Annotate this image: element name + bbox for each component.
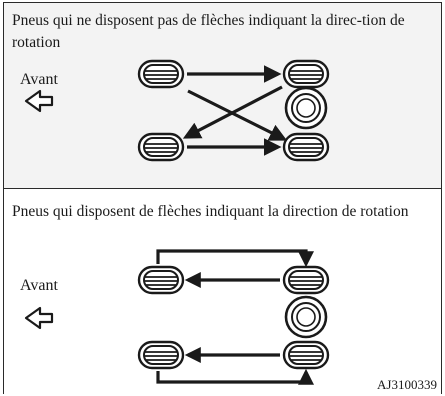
rotation-arrow xyxy=(182,85,283,139)
panel-non-directional: Pneus qui ne disposent pas de flèches in… xyxy=(4,3,441,189)
directional-description: Pneus qui disposent de flèches indiquant… xyxy=(12,203,409,220)
tire-icon xyxy=(137,132,185,162)
spare-tire-icon xyxy=(284,86,328,130)
rotation-arrow xyxy=(156,249,314,268)
panel-directional: Pneus qui disposent de flèches indiquant… xyxy=(4,189,441,395)
tire-icon xyxy=(137,340,185,370)
tire-icon xyxy=(282,132,330,162)
front-arrow-icon xyxy=(24,306,54,330)
spare-tire-icon xyxy=(284,295,328,339)
rotation-arrow xyxy=(156,368,314,385)
tire-icon xyxy=(282,265,330,295)
tire-icon xyxy=(282,59,330,89)
tire-icon xyxy=(137,59,185,89)
rotation-diagram-directional xyxy=(24,249,330,385)
front-arrow-icon xyxy=(24,89,54,113)
front-label: Avant xyxy=(20,71,58,88)
rotation-arrow xyxy=(187,89,288,141)
figure-code: AJ3100339 xyxy=(377,377,437,392)
diagram-frame: Pneus qui ne disposent pas de flèches in… xyxy=(3,2,442,395)
tire-icon xyxy=(282,340,330,370)
rotation-diagram-non-directional xyxy=(24,59,330,162)
non-directional-description: Pneus qui ne disposent pas de flèches in… xyxy=(12,12,405,51)
tire-icon xyxy=(137,265,185,295)
front-label: Avant xyxy=(20,277,58,294)
